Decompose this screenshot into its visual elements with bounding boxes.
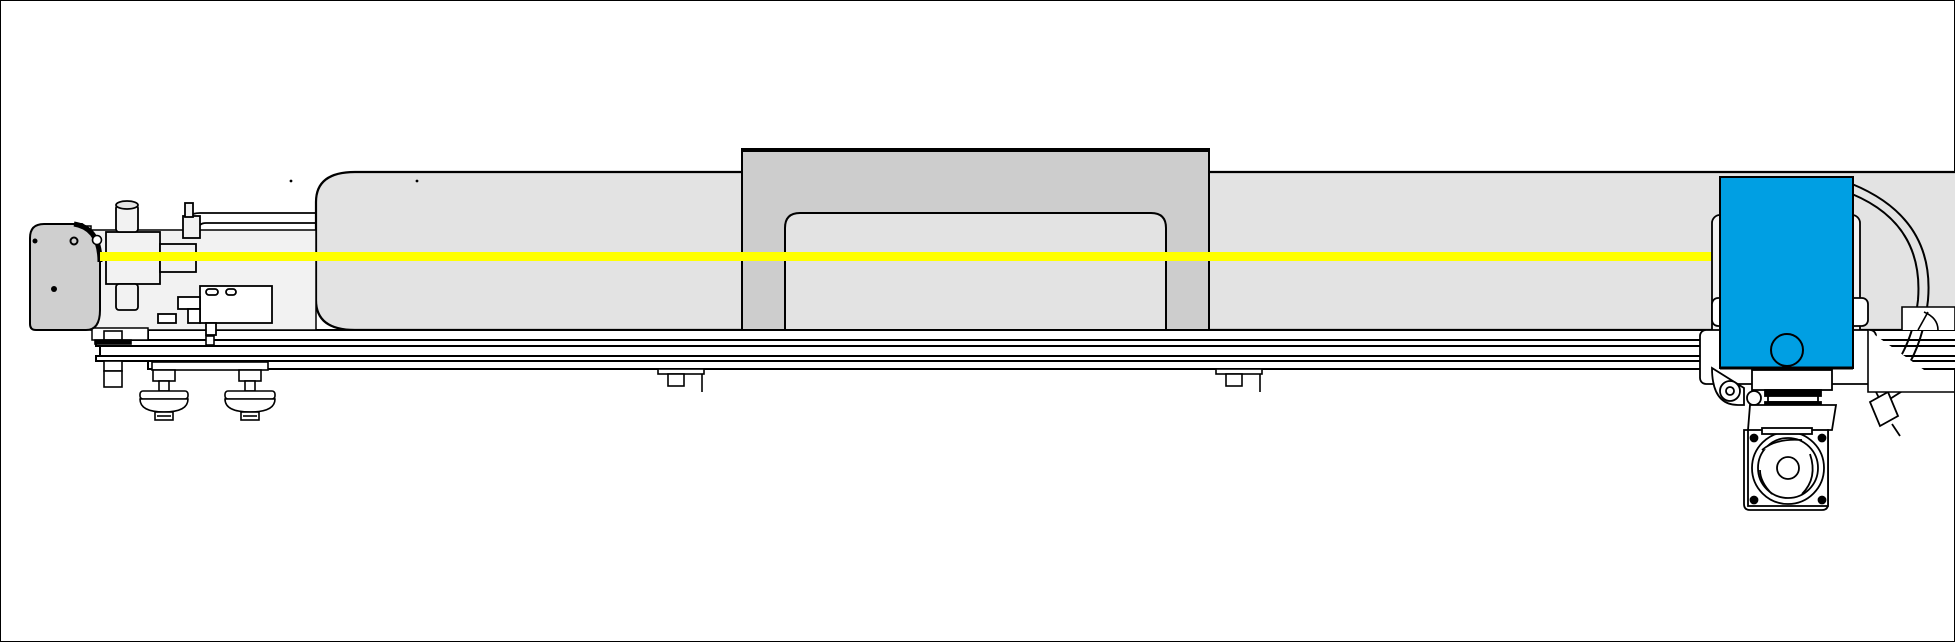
mirror-mount-icon [29,221,103,331]
connector-block [157,285,273,336]
leveling-wheel [139,369,189,421]
rail-bracket [1215,368,1263,392]
laser-beam [100,252,1722,261]
housing-dot [415,179,419,183]
rail-bracket [657,368,705,392]
gantry-bridge [741,148,1210,331]
left-feet [94,330,269,388]
right-bracket [1867,306,1955,393]
leveling-wheel [224,369,276,421]
housing-dot [289,179,293,183]
air-pipe [182,202,316,239]
linear-rail [95,329,1955,370]
laser-head-icon [1719,176,1854,370]
fan-icon [1743,404,1838,511]
